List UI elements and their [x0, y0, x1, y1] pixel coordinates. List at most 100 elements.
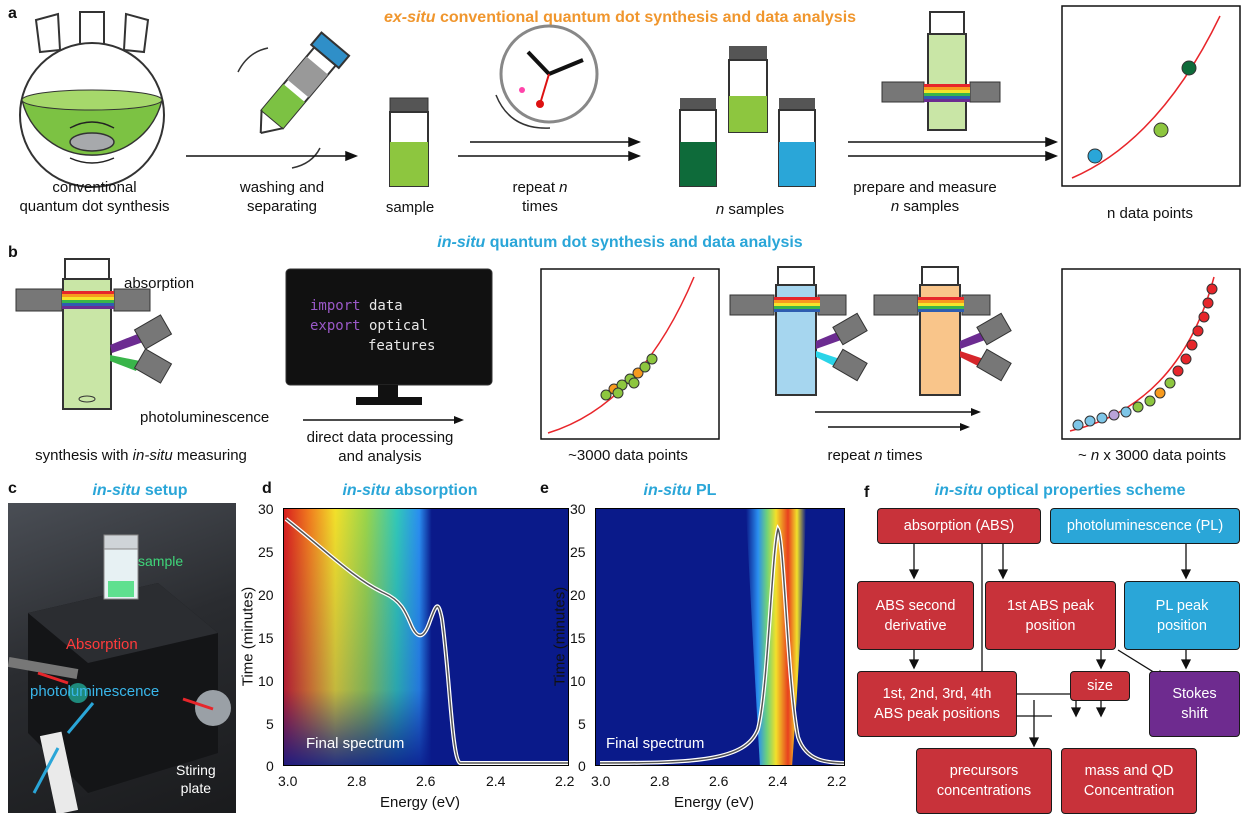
panel-e-title: in-situ PL: [600, 482, 760, 500]
panel-d-title-rest: absorption: [390, 482, 478, 499]
pl-xtick-0: 3.0: [591, 773, 611, 789]
panel-label-f: f: [864, 484, 870, 501]
process-arrows: [186, 136, 1059, 162]
label-n-samples-rest: samples: [724, 201, 785, 218]
panel-b-title-em: in-situ: [437, 234, 486, 251]
abs-ytick-3: 15: [258, 630, 274, 646]
label-repeat-a: repeat: [512, 179, 560, 196]
panel-label-d: d: [262, 480, 272, 497]
label-rep-a: repeat: [827, 447, 875, 464]
cuvette-measure-icon: [881, 11, 1001, 131]
label-washing: washing and separating: [239, 179, 325, 215]
pl-xtick-2: 2.6: [709, 773, 729, 789]
panel-b-title: in-situ quantum dot synthesis and data a…: [360, 234, 880, 252]
pl-ytick-6: 30: [570, 501, 586, 517]
box-second-derivative: ABS second derivative: [857, 581, 974, 650]
abs-ytick-5: 25: [258, 544, 274, 560]
panel-c-title: in-situ setup: [60, 482, 220, 500]
panel-b-title-rest: quantum dot synthesis and data analysis: [485, 234, 803, 251]
panel-label-c: c: [8, 480, 17, 497]
label-rep-n: n: [874, 447, 883, 464]
scatter-cluster: [600, 353, 658, 401]
abs-xtick-4: 2.2: [555, 773, 575, 789]
flask-icon: [19, 11, 165, 188]
panel-a-title-em: ex-situ: [383, 9, 436, 26]
box-photoluminescence: photoluminescence (PL): [1050, 508, 1240, 544]
panel-c-title-em: in-situ: [92, 482, 141, 499]
absorption-xlabel: Energy (eV): [380, 794, 461, 811]
n-sample-vials-icon: [679, 46, 816, 187]
code-kw1: import: [310, 298, 361, 314]
code-rest2: optical: [360, 318, 429, 334]
blue-cuvette-icon: [729, 266, 868, 396]
label-repeat: repeat n times: [480, 178, 600, 216]
abs-ytick-6: 30: [258, 501, 274, 517]
panel-label-b: b: [8, 244, 18, 261]
centrifuge-tube-icon: [259, 31, 351, 134]
pl-heatmap: Final spectrum: [595, 508, 845, 766]
code-rest3: features: [368, 338, 436, 354]
box-mass: mass and QD Concentration: [1061, 748, 1197, 814]
box-pl-peak: PL peak position: [1124, 581, 1240, 650]
setup-photo-art: [8, 534, 231, 813]
label-n-data: n data points: [1107, 205, 1193, 222]
label-synth-b: measuring: [172, 447, 247, 464]
panel-label-e: e: [540, 480, 549, 497]
box-first-peak: 1st ABS peak position: [985, 581, 1116, 650]
clock-icon: [495, 24, 599, 129]
panel-a-title: ex-situ conventional quantum dot synthes…: [340, 9, 900, 27]
label-synth-em: in-situ: [132, 447, 173, 464]
setup-pl-label: photoluminescence: [30, 683, 160, 700]
setup-sample-label: sample: [138, 553, 184, 569]
label-fin-a: ~: [1077, 447, 1091, 464]
panel-e-title-em: in-situ: [643, 482, 692, 499]
pl-xtick-1: 2.8: [650, 773, 670, 789]
label-absorption-b: absorption: [124, 275, 195, 292]
label-n-samples-n: n: [715, 201, 725, 218]
pl-ytick-4: 20: [570, 587, 586, 603]
panel-a-title-rest: conventional quantum dot synthesis and d…: [435, 9, 857, 26]
orange-cuvette-icon: [873, 266, 1012, 396]
label-synth-a: synthesis with: [35, 447, 133, 464]
pl-final-label: Final spectrum: [606, 735, 705, 752]
pl-xtick-4: 2.2: [827, 773, 847, 789]
label-rep-b: times: [882, 447, 923, 464]
setup-photo: sample Absorption photoluminescence Stir…: [8, 503, 236, 813]
box-abs-peaks: 1st, 2nd, 3rd, 4th ABS peak positions: [857, 671, 1017, 737]
absorption-heatmap: Final spectrum: [283, 508, 569, 766]
label-3000: ~3000 data points: [568, 447, 688, 464]
label-sample: sample: [385, 199, 435, 216]
abs-xtick-0: 3.0: [278, 773, 298, 789]
pl-ytick-5: 25: [570, 544, 586, 560]
box-stokes: Stokes shift: [1149, 671, 1240, 737]
code-kw2: export: [310, 318, 361, 334]
abs-xtick-3: 2.4: [486, 773, 506, 789]
label-prepare-n: n: [890, 198, 900, 215]
rotate-arrow-icon: [237, 47, 269, 73]
label-prepare-b: samples: [899, 198, 960, 215]
abs-ytick-2: 10: [258, 673, 274, 689]
points3000-plot: [540, 268, 720, 440]
box-precursors: precursors concentrations: [916, 748, 1052, 814]
label-prepare-a: prepare and measure: [853, 179, 997, 196]
abs-xtick-2: 2.6: [416, 773, 436, 789]
pl-ytick-2: 10: [570, 673, 586, 689]
code-block: import data export optical features: [310, 296, 435, 356]
final-scatter: [1072, 283, 1218, 431]
panel-b-illustrations: [15, 258, 1241, 440]
panel-f-title-em: in-situ: [934, 482, 983, 499]
setup-stirring-label: Stiring plate: [176, 762, 216, 796]
label-fin-b: x 3000 data points: [1099, 447, 1227, 464]
panel-f-title: in-situ optical properties scheme: [900, 482, 1220, 500]
box-size: size: [1070, 671, 1130, 701]
label-repeat-b: times: [522, 198, 558, 215]
label-direct: direct data processing and analysis: [306, 429, 454, 465]
setup-absorption-label: Absorption: [66, 636, 138, 653]
monitor-icon: [285, 268, 493, 405]
box-absorption: absorption (ABS): [877, 508, 1041, 544]
code-rest1: data: [360, 298, 403, 314]
pl-xtick-3: 2.4: [768, 773, 788, 789]
label-pl-b: photoluminescence: [140, 409, 270, 426]
abs-xtick-1: 2.8: [347, 773, 367, 789]
